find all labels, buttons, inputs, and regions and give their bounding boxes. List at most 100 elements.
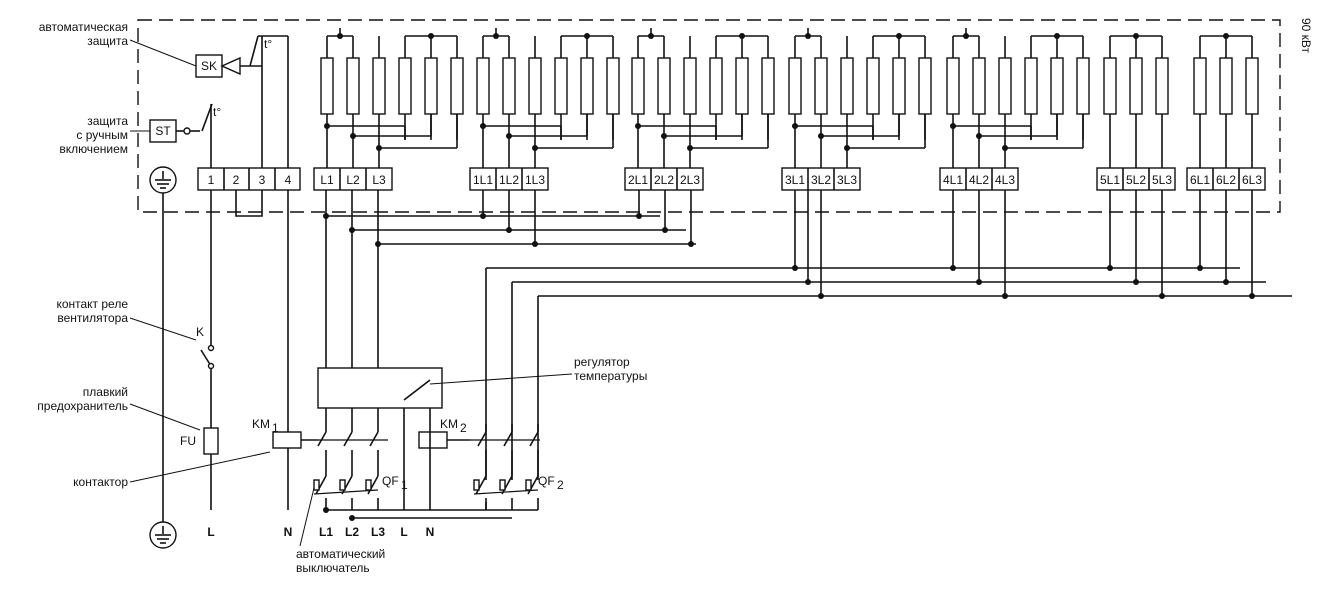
heater-element (1103, 57, 1117, 115)
heater-element (476, 57, 490, 115)
fuse-fu (203, 427, 219, 455)
terminal-label: 2L2 (654, 173, 674, 187)
annotation-fan-relay: контакт реле вентилятора (56, 297, 128, 325)
heater-group-3: 2L1 2L2 2L3 (624, 28, 775, 191)
terminal-label: 3L3 (837, 173, 857, 187)
heater-group-6: 5L1 5L2 5L3 (1096, 33, 1176, 191)
svg-text:N: N (284, 525, 293, 539)
heater-element (946, 57, 960, 115)
svg-text:выключатель: выключатель (296, 561, 370, 575)
heater-element (840, 57, 854, 115)
svg-text:QF: QF (538, 474, 555, 488)
svg-text:QF: QF (382, 474, 399, 488)
svg-text:1: 1 (208, 173, 215, 187)
heater-element (1245, 57, 1259, 115)
heater-element (866, 57, 880, 115)
terminal-label: 3L1 (785, 173, 805, 187)
annotation-manual-protection: защита с ручным включением (59, 114, 128, 156)
svg-text:SK: SK (201, 59, 217, 73)
terminal-label: 3L2 (811, 173, 831, 187)
svg-text:с ручным: с ручным (76, 128, 128, 142)
svg-text:4: 4 (285, 173, 292, 187)
svg-text:L: L (400, 525, 407, 539)
thermostat (317, 367, 443, 409)
svg-text:температуры: температуры (574, 369, 647, 383)
terminal-label: 5L1 (1100, 173, 1120, 187)
svg-text:защита: защита (87, 34, 128, 48)
terminal-label: 5L2 (1126, 173, 1146, 187)
heater-element (424, 57, 438, 115)
heater-element (788, 57, 802, 115)
sauna-housing-boundary (137, 19, 1281, 213)
terminal-label: 6L3 (1242, 173, 1262, 187)
annotation-auto-protection: автоматическая защита (39, 20, 129, 48)
svg-text:KM: KM (440, 417, 458, 431)
breaker-pole (339, 479, 346, 491)
heater-element (1155, 57, 1169, 115)
svg-text:3: 3 (259, 173, 266, 187)
heater-group-4: 3L1 3L2 3L3 (781, 28, 932, 191)
heater-element (972, 57, 986, 115)
heater-element (1024, 57, 1038, 115)
heater-element (580, 57, 594, 115)
svg-text:включением: включением (59, 142, 128, 156)
terminal-label: 6L2 (1216, 173, 1236, 187)
breaker-pole (525, 479, 532, 491)
heater-element (450, 57, 464, 115)
terminal-label: 4L3 (995, 173, 1015, 187)
heater-element (709, 57, 723, 115)
breaker-pole (499, 479, 506, 491)
heater-element (606, 57, 620, 115)
heater-element (683, 57, 697, 115)
annotation-breaker: автоматический выключатель (296, 547, 385, 575)
annotation-thermostat: регулятор температуры (574, 355, 647, 383)
heater-element (554, 57, 568, 115)
heater-element (1050, 57, 1064, 115)
svg-text:регулятор: регулятор (574, 355, 630, 369)
heater-element (814, 57, 828, 115)
terminal-label: 1L3 (525, 173, 545, 187)
svg-text:L3: L3 (371, 525, 385, 539)
svg-text:плавкий: плавкий (83, 385, 128, 399)
svg-text:2: 2 (460, 421, 467, 435)
terminal-label: 1L2 (499, 173, 519, 187)
heater-element (372, 57, 386, 115)
svg-text:2: 2 (557, 478, 564, 492)
breaker-pole (365, 479, 372, 491)
heater-element (1076, 57, 1090, 115)
svg-text:автоматический: автоматический (296, 547, 385, 561)
annotation-contactor: контактор (73, 475, 128, 489)
heater-element (918, 57, 932, 115)
terminal-label: 6L1 (1190, 173, 1210, 187)
heater-element (320, 57, 334, 115)
terminal-label: 5L3 (1152, 173, 1172, 187)
heater-element (1219, 57, 1233, 115)
heater-element (761, 57, 775, 115)
heater-element (502, 57, 516, 115)
terminal-label: 2L1 (628, 173, 648, 187)
svg-text:контакт реле: контакт реле (56, 297, 128, 311)
heater-group-7: 6L1 6L2 6L3 (1186, 33, 1266, 191)
svg-text:L1: L1 (319, 525, 333, 539)
svg-text:вентилятора: вентилятора (57, 311, 128, 325)
control-terminal-block: 1 2 3 4 (197, 167, 301, 191)
heater-element (1193, 57, 1207, 115)
svg-text:t°: t° (264, 37, 272, 51)
heater-element (998, 57, 1012, 115)
heater-element (735, 57, 749, 115)
svg-text:защита: защита (87, 114, 128, 128)
heater-element (398, 57, 412, 115)
svg-text:L: L (207, 525, 214, 539)
relay-k-label: K (196, 325, 204, 339)
heater-element (1129, 57, 1143, 115)
ground-icon (149, 521, 177, 549)
heater-element (892, 57, 906, 115)
svg-text:N: N (426, 525, 435, 539)
annotation-fuse: плавкий предохранитель (37, 385, 128, 413)
supply-labels: L N L1 L2 L3 L N (207, 525, 434, 539)
terminal-label: 2L3 (680, 173, 700, 187)
